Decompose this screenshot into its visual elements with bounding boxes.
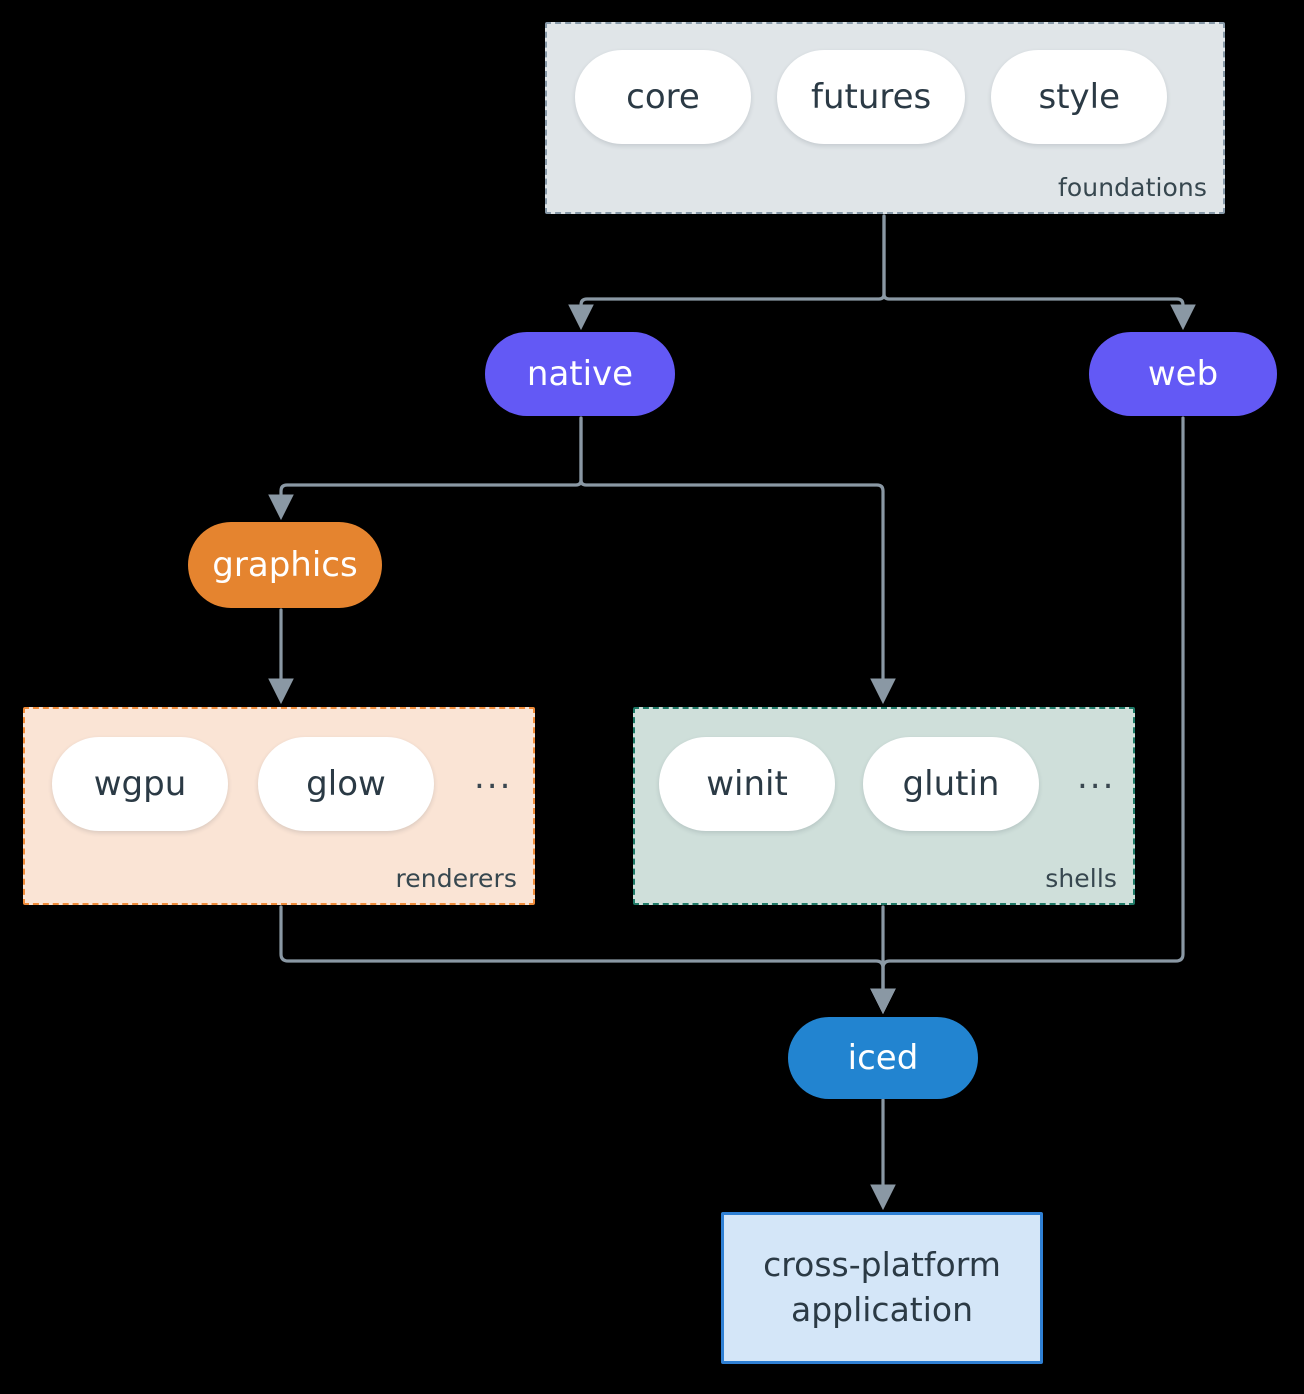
app-box-line2: application (790, 1290, 974, 1329)
group-foundations-items: core futures style (575, 50, 1168, 144)
node-core[interactable]: core (575, 50, 751, 144)
group-label-renderers: renderers (395, 864, 517, 893)
node-graphics[interactable]: graphics (188, 522, 382, 608)
node-iced[interactable]: iced (788, 1017, 978, 1099)
edge-foundations-native (568, 214, 886, 331)
group-foundations: core futures style foundations (545, 22, 1225, 214)
group-shells: winit glutin ... shells (633, 707, 1135, 905)
node-wgpu[interactable]: wgpu (52, 737, 228, 831)
node-futures[interactable]: futures (777, 50, 966, 144)
node-style[interactable]: style (991, 50, 1168, 144)
node-winit[interactable]: winit (659, 737, 835, 831)
group-renderers: wgpu glow ... renderers (23, 707, 535, 905)
node-glow[interactable]: glow (258, 737, 434, 831)
group-renderers-items: wgpu glow ... (52, 737, 512, 831)
renderers-ellipsis: ... (474, 757, 513, 797)
app-box-line1: cross-platform (763, 1245, 1001, 1285)
node-web[interactable]: web (1089, 332, 1277, 416)
node-cross-platform-application[interactable]: cross-platform application (721, 1212, 1043, 1364)
group-label-shells: shells (1045, 864, 1117, 893)
edge-foundations-web (882, 214, 1196, 331)
node-native[interactable]: native (485, 332, 675, 416)
edge-native-shells (579, 416, 896, 705)
edge-renderers-iced (279, 905, 896, 1015)
shells-ellipsis: ... (1077, 757, 1116, 797)
node-glutin[interactable]: glutin (863, 737, 1039, 831)
group-label-foundations: foundations (1058, 173, 1207, 202)
edge-native-graphics (268, 416, 583, 521)
group-shells-items: winit glutin ... (659, 737, 1115, 831)
